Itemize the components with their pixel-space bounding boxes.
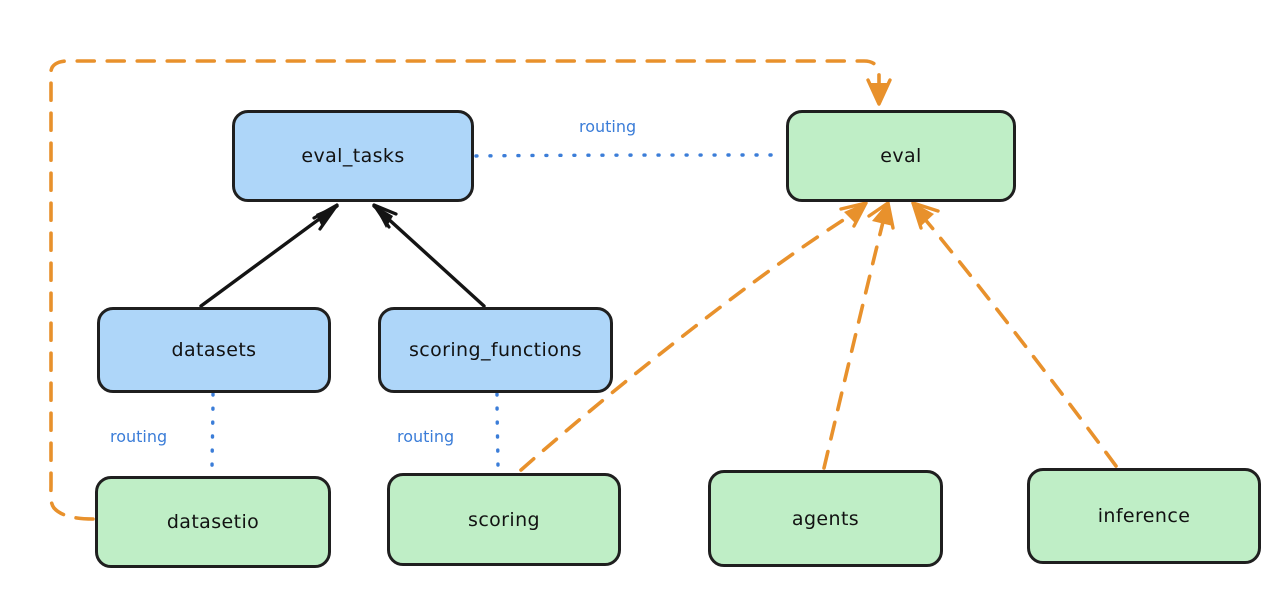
node-inference[interactable]: inference (1027, 468, 1261, 564)
edge-scoring_functions-eval_tasks (372, 203, 486, 308)
node-inference-label: inference (1097, 505, 1191, 527)
edge-datasetio-eval (49, 59, 892, 521)
edge-label-routing-datasets-datasetio: routing (110, 427, 168, 446)
node-eval-tasks[interactable]: eval_tasks (232, 110, 474, 202)
node-agents-label: agents (791, 507, 860, 530)
node-datasetio[interactable]: datasetio (95, 476, 331, 568)
node-datasets[interactable]: datasets (97, 307, 331, 393)
edge-datasets-eval_tasks (199, 203, 339, 308)
edge-agents-eval (822, 201, 895, 470)
node-datasetio-label: datasetio (166, 511, 260, 533)
edge-eval_tasks-eval (474, 153, 785, 158)
edge-label-routing-eval-tasks-eval: routing (579, 117, 637, 136)
edge-label-routing-scoring-functions-scoring: routing (397, 427, 455, 446)
node-scoring-label: scoring (468, 508, 540, 531)
node-agents[interactable]: agents (708, 470, 943, 567)
node-scoring[interactable]: scoring (387, 473, 621, 566)
edge-datasets-datasetio (210, 392, 215, 476)
node-eval-tasks-label: eval_tasks (301, 145, 405, 167)
node-datasets-label: datasets (171, 339, 257, 361)
node-scoring-functions-label: scoring_functions (409, 339, 582, 361)
edge-scoring_functions-scoring (495, 392, 500, 473)
node-scoring-functions[interactable]: scoring_functions (378, 307, 613, 393)
node-eval-label: eval (880, 145, 922, 167)
node-eval[interactable]: eval (786, 110, 1016, 202)
edge-inference-eval (911, 201, 1118, 468)
edge-scoring-eval (519, 201, 868, 472)
